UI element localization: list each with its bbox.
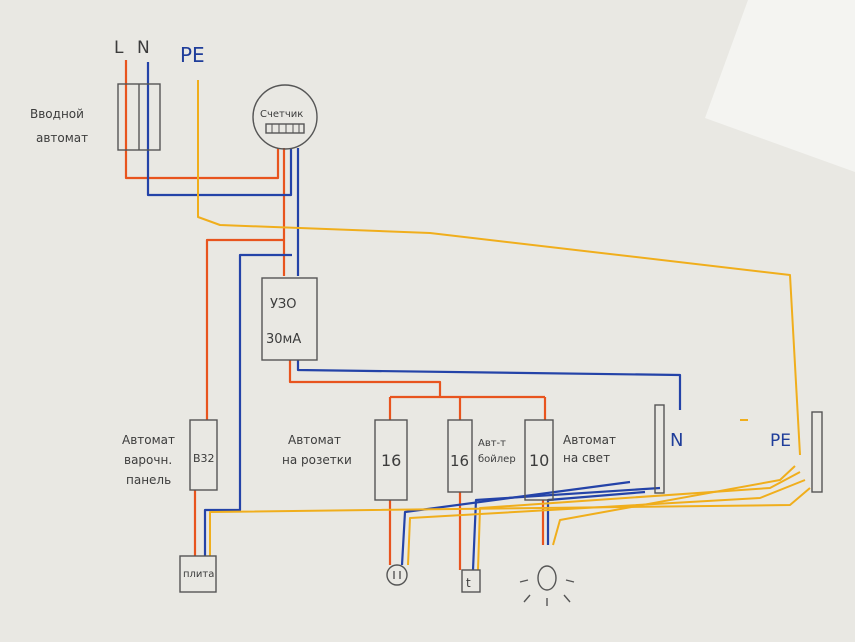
label-pe: PE xyxy=(180,43,205,67)
input-breaker-label-2: автомат xyxy=(36,131,88,145)
sockets-breaker-box xyxy=(374,419,408,501)
stove-breaker-box xyxy=(189,419,218,491)
earth-wires xyxy=(197,80,811,571)
light-breaker-label-2: на свет xyxy=(563,451,610,465)
meter-label: Счетчик xyxy=(260,109,303,120)
paper-corner xyxy=(705,0,855,172)
stove-breaker-label-1: Автомат xyxy=(122,433,175,447)
n-bus-bar xyxy=(654,404,665,494)
boiler-breaker-rating: 16 xyxy=(450,452,469,470)
sockets-breaker-label-2: на розетки xyxy=(282,453,352,467)
stove-label: плита xyxy=(183,569,214,580)
lamp-bulb xyxy=(537,565,557,591)
rcd-label-2: 30мА xyxy=(266,332,301,347)
boiler-symbol-glyph: t xyxy=(466,576,471,590)
boiler-breaker-label-2: бойлер xyxy=(478,454,516,465)
neutral-wires xyxy=(146,62,682,571)
n-bus-label: N xyxy=(670,430,683,451)
meter-circle xyxy=(252,84,318,150)
pe-bus-label: PE xyxy=(770,431,791,451)
light-breaker-rating: 10 xyxy=(529,451,549,470)
stove-breaker-label-2: варочн. xyxy=(124,453,172,467)
stove-breaker-label-3: панель xyxy=(126,473,171,487)
stove-breaker-rating: B32 xyxy=(193,452,215,465)
rcd-box xyxy=(261,277,318,361)
input-breaker-label-1: Вводной xyxy=(30,107,84,121)
meter-scale-ticks xyxy=(271,124,300,133)
meter-scale xyxy=(265,123,305,134)
socket-holes xyxy=(393,571,401,579)
boiler-breaker-box xyxy=(447,419,473,493)
light-breaker-box xyxy=(524,419,554,501)
stove-box xyxy=(179,555,217,593)
boiler-symbol xyxy=(461,569,481,593)
light-breaker-label-1: Автомат xyxy=(563,433,616,447)
label-l: L xyxy=(114,38,124,58)
socket-symbol xyxy=(386,564,408,586)
boiler-breaker-label-1: Авт-т xyxy=(478,438,506,449)
sockets-breaker-label-1: Автомат xyxy=(288,433,341,447)
sockets-breaker-rating: 16 xyxy=(381,451,401,470)
devices xyxy=(117,83,823,606)
rcd-label-1: УЗО xyxy=(270,297,297,312)
pe-bus-bar xyxy=(811,411,823,493)
label-n: N xyxy=(137,38,150,58)
